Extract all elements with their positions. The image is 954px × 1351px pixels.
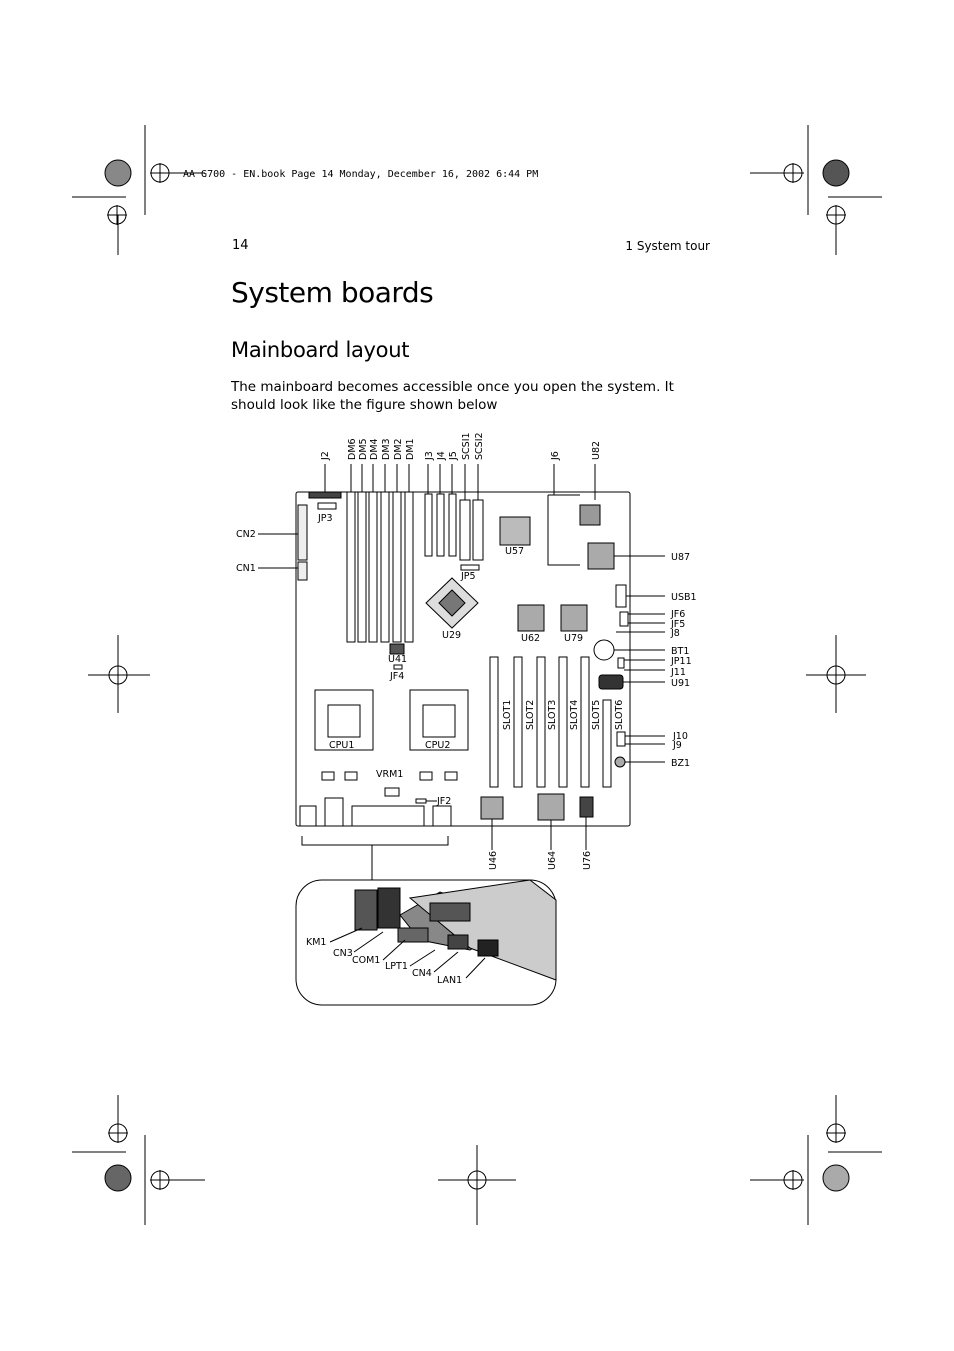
label-dm1: DM1: [405, 438, 416, 460]
body-paragraph: The mainboard becomes accessible once yo…: [231, 379, 674, 413]
label-scsi2: SCSI2: [474, 432, 485, 460]
label-slot5: SLOT5: [591, 700, 602, 730]
label-cpu1: CPU1: [329, 740, 354, 751]
label-u76: U76: [582, 851, 593, 870]
label-dm5: DM5: [358, 438, 369, 460]
label-u87: U87: [671, 552, 690, 563]
label-u62: U62: [521, 633, 540, 644]
label-u46: U46: [488, 851, 499, 870]
label-j6: J6: [550, 451, 561, 461]
label-jf5: JF5: [670, 619, 685, 630]
label-jf2: JF2: [436, 796, 451, 807]
label-jf4: JF4: [389, 671, 404, 682]
label-dm4: DM4: [369, 438, 380, 460]
label-dm6: DM6: [347, 438, 358, 460]
label-dm2: DM2: [393, 438, 404, 460]
label-slot3: SLOT3: [547, 700, 558, 730]
label-bt1: BT1: [671, 646, 689, 657]
label-lan1: LAN1: [437, 975, 462, 986]
label-u57: U57: [505, 546, 524, 557]
label-cn4: CN4: [412, 968, 432, 979]
label-jf6: JF6: [670, 609, 685, 620]
chapter-title: 1 System tour: [625, 239, 710, 253]
label-slot2: SLOT2: [525, 700, 536, 730]
label-lpt1: LPT1: [385, 961, 408, 972]
label-cn3: CN3: [333, 948, 353, 959]
label-cpu2: CPU2: [425, 740, 450, 751]
label-slot1: SLOT1: [502, 700, 513, 730]
label-vrm1: VRM1: [376, 769, 403, 780]
label-com1: COM1: [352, 955, 380, 966]
label-u64: U64: [547, 851, 558, 870]
label-cn1: CN1: [236, 563, 256, 574]
label-j5: J5: [448, 451, 459, 461]
label-cn2: CN2: [236, 529, 256, 540]
label-u79: U79: [564, 633, 583, 644]
label-bz1: BZ1: [671, 758, 690, 769]
label-j3: J3: [424, 451, 435, 461]
label-jp3: JP3: [317, 513, 333, 524]
label-u82: U82: [591, 441, 602, 460]
print-header-line: AA G700 - EN.book Page 14 Monday, Decemb…: [183, 169, 539, 180]
label-usb1: USB1: [671, 592, 697, 603]
label-j10: J10: [672, 731, 688, 742]
page-title: System boards: [231, 276, 434, 309]
label-j8: J8: [670, 628, 680, 639]
label-km1: KM1: [306, 937, 326, 948]
label-j9: J9: [672, 740, 682, 751]
label-u41: U41: [388, 654, 407, 665]
label-slot6: SLOT6: [614, 700, 625, 730]
section-title: Mainboard layout: [231, 338, 410, 362]
label-j2: J2: [320, 451, 331, 461]
label-j11: J11: [670, 667, 686, 678]
label-scsi1: SCSI1: [461, 432, 472, 460]
label-j4: J4: [436, 451, 447, 461]
label-u29: U29: [442, 630, 461, 641]
label-u91: U91: [671, 678, 690, 689]
page-number: 14: [232, 238, 249, 253]
label-jp5: JP5: [460, 571, 476, 582]
label-jp11: JP11: [670, 656, 692, 667]
label-dm3: DM3: [381, 438, 392, 460]
label-slot4: SLOT4: [569, 700, 580, 730]
